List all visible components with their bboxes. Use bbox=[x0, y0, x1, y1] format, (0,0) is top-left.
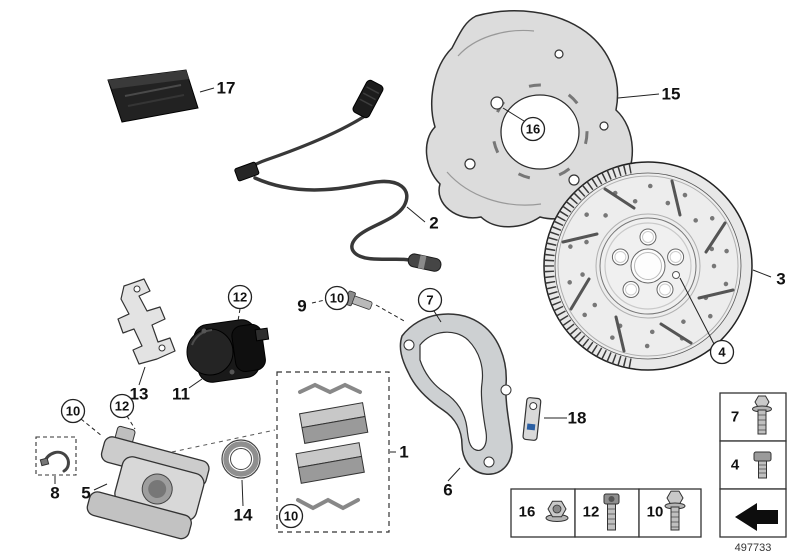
direction-arrow-icon bbox=[735, 503, 778, 531]
fastener-cell-7[interactable]: 7 bbox=[719, 392, 787, 442]
callout-13[interactable]: 13 bbox=[130, 385, 149, 404]
callout-14[interactable]: 14 bbox=[234, 506, 253, 525]
brand-mark bbox=[526, 423, 536, 431]
fastener-table: 16 12 10 bbox=[510, 392, 787, 538]
callout-11[interactable]: 11 bbox=[172, 385, 190, 404]
callout-15[interactable]: 15 bbox=[662, 85, 681, 104]
callout-2[interactable]: 2 bbox=[429, 214, 438, 233]
fastener-cell-12[interactable]: 12 bbox=[574, 488, 640, 538]
part-number: 497733 bbox=[735, 542, 772, 554]
guide-pin-bolt bbox=[344, 290, 373, 310]
adapter-plate bbox=[522, 397, 542, 441]
leader-line bbox=[126, 415, 136, 430]
caliper-carrier bbox=[399, 313, 513, 475]
leader-line bbox=[679, 277, 715, 345]
callout-10-circled-b[interactable]: 10 bbox=[60, 398, 86, 424]
grease-packet bbox=[107, 69, 199, 123]
pad-spring-top bbox=[298, 382, 362, 395]
flange-bolt-icon bbox=[752, 395, 772, 435]
wear-sensor-cable bbox=[234, 79, 442, 272]
leader-line bbox=[80, 418, 103, 437]
callout-4-circled[interactable]: 4 bbox=[709, 339, 735, 365]
leader-line bbox=[502, 107, 525, 122]
sensor-head bbox=[407, 253, 442, 272]
assembly-dash-line bbox=[171, 429, 276, 453]
callout-5[interactable]: 5 bbox=[81, 484, 90, 503]
svg-text:10: 10 bbox=[284, 509, 298, 524]
retaining-clip bbox=[35, 436, 77, 476]
circled-callouts: 16 4 10 7 12 10 12 10 bbox=[60, 116, 735, 529]
fastener-cell-4[interactable]: 4 bbox=[719, 440, 787, 490]
svg-text:10: 10 bbox=[330, 291, 344, 306]
callout-8[interactable]: 8 bbox=[50, 484, 59, 503]
callout-7-circled[interactable]: 7 bbox=[417, 287, 443, 313]
brake-pad-lower bbox=[295, 442, 365, 484]
callout-9[interactable]: 9 bbox=[297, 297, 306, 316]
callout-18[interactable]: 18 bbox=[568, 409, 587, 428]
disc-slots bbox=[561, 179, 735, 353]
harness-bracket bbox=[117, 278, 176, 365]
svg-text:12: 12 bbox=[233, 290, 247, 305]
leader-line bbox=[188, 378, 203, 389]
flange-nut-icon bbox=[545, 500, 569, 522]
parking-actuator bbox=[186, 319, 270, 383]
brake-pad-upper bbox=[298, 402, 369, 444]
svg-text:10: 10 bbox=[647, 504, 664, 521]
brake-disc bbox=[543, 161, 753, 371]
cap-screw-icon bbox=[603, 493, 620, 531]
leader-line bbox=[93, 483, 108, 491]
svg-text:12: 12 bbox=[583, 504, 600, 521]
svg-text:16: 16 bbox=[526, 122, 540, 137]
svg-text:12: 12 bbox=[115, 399, 129, 414]
leader-line bbox=[237, 308, 241, 322]
callout-12-circled-a[interactable]: 12 bbox=[227, 284, 253, 310]
leader-line bbox=[199, 87, 215, 93]
callout-17[interactable]: 17 bbox=[217, 79, 236, 98]
seal-ring bbox=[221, 439, 261, 479]
callout-16-circled[interactable]: 16 bbox=[520, 116, 546, 142]
leader-lines bbox=[54, 87, 772, 507]
sensor-connector bbox=[234, 161, 260, 182]
sensor-plug bbox=[352, 79, 384, 119]
callout-1[interactable]: 1 bbox=[399, 443, 408, 462]
svg-text:7: 7 bbox=[426, 293, 433, 308]
fastener-cell-arrow[interactable] bbox=[719, 488, 787, 538]
svg-text:7: 7 bbox=[731, 409, 739, 426]
hub-bolt-holes bbox=[611, 228, 685, 298]
callout-10-circled-a[interactable]: 10 bbox=[324, 285, 350, 311]
callout-3[interactable]: 3 bbox=[776, 270, 785, 289]
leader-line bbox=[447, 467, 461, 482]
callout-12-circled-b[interactable]: 12 bbox=[109, 393, 135, 419]
leader-line bbox=[617, 93, 660, 99]
disc-set-screw-hole bbox=[672, 271, 680, 279]
brake-caliper bbox=[86, 425, 210, 540]
svg-text:4: 4 bbox=[718, 345, 726, 360]
plain-callouts: 17 2 15 3 9 13 11 1 6 18 5 8 14 bbox=[50, 79, 785, 525]
fastener-cell-16[interactable]: 16 bbox=[510, 488, 576, 538]
leader-line bbox=[138, 366, 146, 386]
callout-10-circled-c[interactable]: 10 bbox=[278, 503, 304, 529]
leader-line bbox=[311, 299, 326, 304]
leader-line bbox=[433, 310, 442, 323]
svg-text:10: 10 bbox=[66, 404, 80, 419]
svg-text:4: 4 bbox=[731, 457, 740, 474]
fastener-cell-10[interactable]: 10 bbox=[638, 488, 702, 538]
svg-text:16: 16 bbox=[519, 504, 536, 521]
pad-spring-bottom bbox=[296, 497, 360, 511]
hex-bolt-icon bbox=[664, 490, 686, 531]
leader-line bbox=[752, 269, 772, 278]
leader-line bbox=[375, 304, 407, 323]
set-screw-icon bbox=[753, 451, 772, 479]
leader-line bbox=[406, 206, 426, 223]
callout-6[interactable]: 6 bbox=[443, 481, 452, 500]
leader-line bbox=[241, 479, 244, 507]
